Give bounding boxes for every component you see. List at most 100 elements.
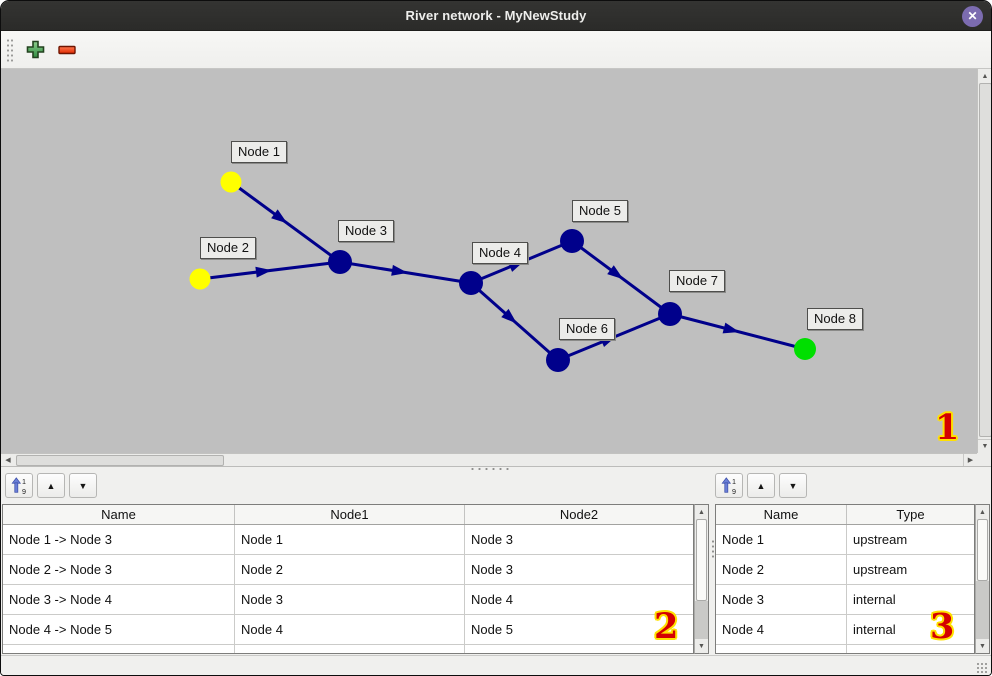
nodes-move-up-button[interactable]: ▲: [747, 473, 775, 498]
toolbar-grip-handle[interactable]: [6, 36, 14, 63]
river-network-diagram: [189, 171, 816, 372]
node-label[interactable]: Node 3: [338, 220, 394, 242]
svg-text:1: 1: [22, 477, 26, 486]
network-canvas[interactable]: Node 1 Node 2 Node 3 Node 4 Node 5 Node 6 Node…: [1, 69, 977, 453]
node-label[interactable]: Node 7: [669, 270, 725, 292]
table-cell: upstream: [847, 555, 974, 585]
table-cell: upstream: [847, 525, 974, 555]
close-icon: ✕: [967, 9, 978, 23]
node-label[interactable]: Node 5: [572, 200, 628, 222]
table-cell: [716, 645, 847, 653]
node-label[interactable]: Node 8: [807, 308, 863, 330]
table-cell: Node 2: [716, 555, 847, 585]
canvas-table-splitter[interactable]: [1, 466, 991, 471]
scrollbar-track[interactable]: [976, 581, 989, 641]
sort-ascending-icon: 1 9: [11, 477, 26, 495]
network-node[interactable]: [459, 271, 483, 295]
table-cell: Node 4: [716, 615, 847, 645]
svg-text:9: 9: [22, 487, 26, 495]
column-header[interactable]: Node2: [559, 507, 599, 522]
scrollbar-thumb[interactable]: [977, 519, 988, 581]
scroll-up-icon[interactable]: ▲: [695, 505, 708, 519]
column-header[interactable]: Node1: [235, 505, 465, 524]
nodes-table-scrollbar[interactable]: ▲ ▼: [975, 504, 990, 654]
scrollbar-thumb[interactable]: [696, 519, 707, 601]
network-node[interactable]: [189, 268, 211, 290]
scrollbar-corner: [977, 453, 991, 466]
node-label[interactable]: Node 4: [472, 242, 528, 264]
scroll-up-icon[interactable]: ▲: [976, 505, 989, 519]
flow-arrow-icon: [607, 265, 624, 280]
titlebar[interactable]: River network - MyNewStudy ✕: [1, 1, 991, 31]
scroll-down-icon[interactable]: ▼: [695, 639, 708, 653]
remove-button[interactable]: [54, 37, 80, 63]
down-triangle-icon: ▼: [78, 480, 88, 491]
add-button[interactable]: [22, 37, 48, 63]
horizontal-scrollbar-thumb[interactable]: [16, 455, 224, 466]
links-move-down-button[interactable]: ▼: [69, 473, 97, 498]
close-button[interactable]: ✕: [962, 5, 983, 27]
table-cell: Node 3: [465, 555, 693, 585]
status-bar: [1, 655, 991, 675]
canvas-horizontal-scrollbar[interactable]: ◀ ▶: [1, 453, 977, 466]
network-node[interactable]: [560, 229, 584, 253]
annotation-number-1: 1: [935, 407, 960, 448]
table-cell: Node 1: [716, 525, 847, 555]
links-table-scrollbar[interactable]: ▲ ▼: [694, 504, 709, 654]
nodes-move-down-button[interactable]: ▼: [779, 473, 807, 498]
scroll-up-icon[interactable]: ▲: [978, 69, 991, 83]
node-label[interactable]: Node 1: [231, 141, 287, 163]
window-resize-grip[interactable]: [976, 662, 988, 674]
network-node[interactable]: [794, 338, 816, 360]
network-node[interactable]: [546, 348, 570, 372]
links-move-up-button[interactable]: ▲: [37, 473, 65, 498]
annotation-number-3: 3: [930, 606, 955, 647]
minus-icon: [58, 45, 76, 54]
svg-text:1: 1: [732, 477, 736, 486]
table-cell: Node 4: [235, 615, 465, 645]
column-header[interactable]: Name: [716, 505, 847, 524]
table-cell: Node 3: [235, 585, 465, 615]
up-triangle-icon: ▲: [46, 480, 56, 491]
node-label[interactable]: Node 6: [559, 318, 615, 340]
vertical-scrollbar-thumb[interactable]: [979, 83, 991, 437]
scroll-down-icon[interactable]: ▼: [976, 639, 989, 653]
table-cell: Node 4 -> Node 5: [3, 615, 235, 645]
table-cell: Node 1 -> Node 3: [3, 525, 235, 555]
empty-table-row: [716, 645, 974, 653]
links-sort-button[interactable]: 1 9: [5, 473, 33, 498]
scroll-down-icon[interactable]: ▼: [978, 439, 991, 453]
table-cell: internal: [847, 615, 974, 645]
sort-ascending-icon: 1 9: [721, 477, 736, 495]
annotation-number-2: 2: [654, 606, 679, 647]
tables-splitter-grip[interactable]: [711, 539, 715, 559]
column-header[interactable]: Name: [3, 505, 235, 524]
nodes-sort-button[interactable]: 1 9: [715, 473, 743, 498]
table-cell: Node 3 -> Node 4: [3, 585, 235, 615]
column-header[interactable]: Type: [896, 507, 925, 522]
scroll-right-icon[interactable]: ▶: [963, 454, 977, 466]
window-title: River network - MyNewStudy: [405, 8, 587, 23]
network-node[interactable]: [658, 302, 682, 326]
toolbar: [1, 31, 991, 69]
node-label[interactable]: Node 2: [200, 237, 256, 259]
network-node[interactable]: [328, 250, 352, 274]
table-cell: Node 1: [235, 525, 465, 555]
scrollbar-track[interactable]: [695, 601, 708, 641]
network-node[interactable]: [220, 171, 242, 193]
canvas-vertical-scrollbar[interactable]: ▲ ▼: [977, 69, 991, 453]
table-cell: internal: [847, 585, 974, 615]
scroll-left-icon[interactable]: ◀: [1, 454, 15, 466]
